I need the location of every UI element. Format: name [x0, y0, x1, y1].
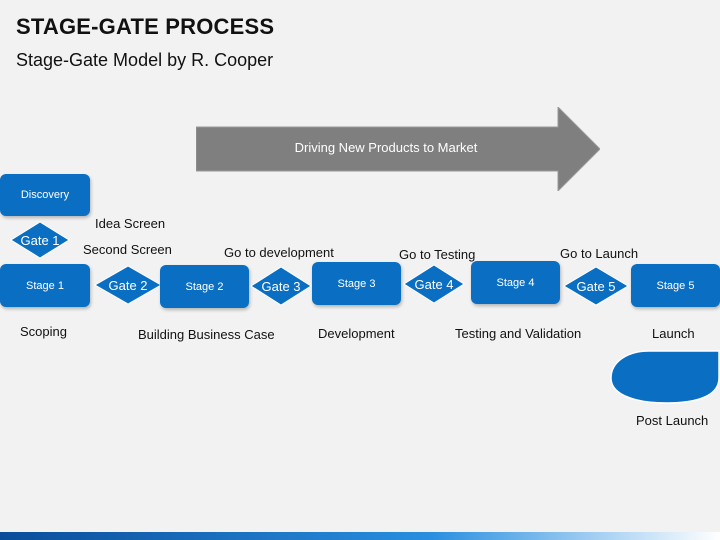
- page-subtitle: Stage-Gate Model by R. Cooper: [16, 50, 274, 70]
- page-title: STAGE-GATE PROCESS: [16, 14, 275, 39]
- gate-3: Gate 3: [250, 266, 312, 306]
- gate-3-caption: Go to development: [224, 245, 334, 260]
- gate-5-label: Gate 5: [576, 278, 616, 294]
- stage-1-caption: Scoping: [20, 324, 67, 339]
- gate-5: Gate 5: [563, 266, 629, 306]
- gate-1-caption: Idea Screen: [95, 216, 166, 231]
- stage-5-box: Stage 5: [631, 264, 720, 307]
- gate-3-label: Gate 3: [261, 278, 301, 294]
- stage-2-box: Stage 2: [160, 265, 249, 308]
- gate-5-caption: Go to Launch: [560, 246, 639, 261]
- gate-4: Gate 4: [403, 264, 465, 304]
- gate-4-label: Gate 4: [414, 276, 454, 292]
- footer-bar: [0, 532, 720, 540]
- stage-3-caption: Development: [318, 326, 395, 341]
- stage-3-box: Stage 3: [312, 262, 401, 305]
- stage-4-caption: Testing and Validation: [455, 326, 582, 341]
- gate-2: Gate 2: [94, 265, 162, 305]
- direction-arrow: [196, 107, 600, 191]
- gate-4-caption: Go to Testing: [399, 247, 476, 262]
- stage-5-caption: Launch: [652, 326, 695, 341]
- stage-2-caption: Building Business Case: [138, 327, 275, 342]
- gate-2-label: Gate 2: [108, 277, 148, 293]
- arrow-label: Driving New Products to Market: [294, 140, 478, 155]
- stage-4-box: Stage 4: [471, 261, 560, 304]
- stage-1-box: Stage 1: [0, 264, 90, 307]
- discovery-box: Discovery: [0, 174, 90, 216]
- gate-1: Gate 1: [10, 221, 70, 259]
- post-launch-shape: [610, 350, 720, 404]
- post-launch-caption: Post Launch: [636, 413, 709, 428]
- gate-1-label: Gate 1: [20, 232, 60, 248]
- gate-2-caption: Second Screen: [83, 242, 172, 257]
